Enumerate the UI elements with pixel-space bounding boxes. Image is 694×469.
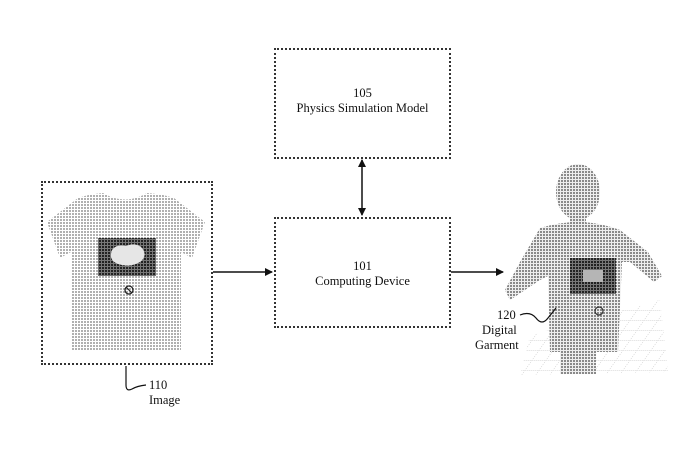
image-ref: 110 — [149, 378, 168, 392]
garment-label-line1: Digital — [482, 323, 517, 337]
leader-120 — [519, 307, 557, 323]
avatar-illustration — [505, 164, 668, 375]
computing-device-label: Computing Device — [315, 274, 410, 288]
image-frame — [41, 181, 213, 365]
garment-label-line2: Garment — [475, 338, 519, 352]
garment-logo-icon — [594, 306, 604, 316]
leader-110 — [125, 366, 147, 391]
physics-simulation-model-box: 105 Physics Simulation Model — [274, 48, 451, 159]
garment-ref: 120 — [497, 308, 516, 322]
tshirt-illustration — [47, 193, 205, 350]
tshirt-logo-icon — [124, 285, 134, 295]
image-label: Image — [149, 393, 181, 407]
computing-device-box: 101 Computing Device — [274, 217, 451, 328]
physics-model-ref: 105 — [353, 86, 372, 100]
physics-model-label: Physics Simulation Model — [296, 101, 429, 115]
computing-device-ref: 101 — [353, 259, 372, 273]
